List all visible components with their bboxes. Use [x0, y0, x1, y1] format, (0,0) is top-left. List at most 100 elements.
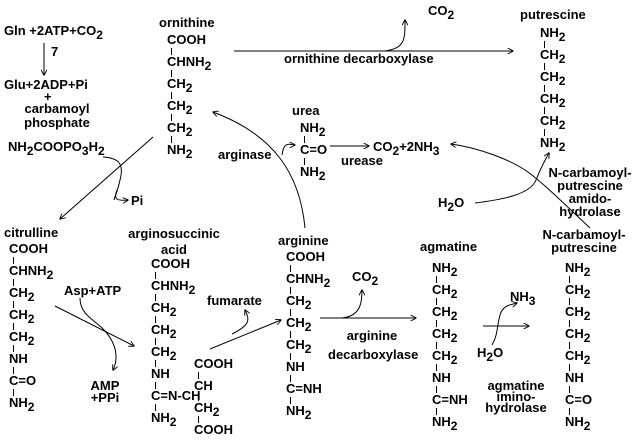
arrow-ornithine-to-citrulline — [60, 136, 154, 219]
chemical-group: CH2 — [9, 308, 53, 331]
chemical-group: NH2 — [300, 164, 326, 183]
arrow-h2o-nh3 — [491, 303, 517, 346]
chemical-group: CH2 — [151, 323, 200, 346]
urease-label: urease — [341, 153, 383, 168]
arrow-urea-out — [281, 144, 295, 156]
chemical-group: NH2 — [432, 261, 468, 284]
chemical-group: NH2 — [432, 414, 458, 433]
co2-top: CO2 — [428, 3, 455, 22]
argininosuccinic-label: arginosuccinic acid — [128, 226, 220, 257]
chemical-group: CHNH2 — [286, 272, 330, 295]
chemical-group: NH2 — [286, 403, 312, 422]
pi-label: Pi — [131, 193, 144, 208]
cps-products: Glu+2ADP+Pi — [4, 77, 88, 92]
chemical-group: CH2 — [9, 286, 53, 309]
chemical-group: CH2 — [151, 301, 200, 324]
chemical-group: NH — [432, 371, 468, 394]
carbamoyl-phosphate-name: carbamoyl phosphate — [24, 101, 90, 130]
arginase-label: arginase — [218, 147, 272, 162]
arrow-citrulline-to-argininosuccinic — [54, 305, 134, 346]
chemical-group: NH2 — [540, 26, 565, 49]
chemical-group: CH2 — [540, 48, 565, 71]
chemical-group: CH2 — [286, 316, 330, 339]
chemical-group: CH2 — [194, 401, 233, 424]
chemical-group: CH2 — [432, 327, 468, 350]
chemical-group: CH2 — [565, 283, 592, 306]
chemical-group: COOH — [9, 242, 53, 265]
chemical-group: CH2 — [432, 305, 468, 328]
chemical-group: NH2 — [167, 142, 193, 161]
chemical-group: C=O — [9, 374, 53, 397]
chemical-group: COOH — [194, 422, 233, 437]
arrow-pi-out — [115, 189, 128, 200]
iminohydrolase-label: agmatine imino- hydrolase — [485, 378, 547, 415]
chemical-group: CH2 — [151, 345, 200, 368]
chemical-group: CHNH2 — [151, 279, 200, 302]
chemical-group: NH — [151, 367, 200, 390]
chemical-group: CH2 — [9, 330, 53, 353]
chemical-group: C=O — [565, 393, 592, 416]
chemical-group: CH2 — [565, 327, 592, 350]
co2-arginine: CO2 — [352, 269, 379, 288]
citrulline-label: citrulline — [4, 225, 59, 240]
carbamoyl-phosphate-formula: NH2COOPO3H2 — [8, 139, 105, 158]
arrow-argininosuccinic-to-arginine — [209, 320, 281, 350]
chemical-group: NH — [286, 360, 330, 383]
chemical-group: NH — [9, 352, 53, 375]
chemical-group: C=NH — [432, 393, 468, 416]
ornithine-label: ornithine — [159, 15, 215, 30]
chemical-group: NH2 — [9, 395, 35, 414]
agmatine-label: agmatine — [420, 239, 478, 254]
chemical-group: CH — [194, 379, 233, 402]
chemical-group: CH2 — [540, 114, 565, 137]
plus-sign: + — [44, 89, 52, 104]
amp-ppi-label: AMP +PPi — [90, 378, 120, 405]
nh3-right: NH3 — [510, 289, 536, 308]
chemical-group: NH2 — [565, 261, 592, 284]
ncp-label: N-carbamoyl- putrescine — [542, 227, 626, 255]
chemical-group: CH2 — [167, 99, 211, 122]
h2o-left: H2O — [438, 195, 465, 214]
chemical-group: COOH — [286, 250, 330, 273]
chemical-group: NH2 — [540, 135, 566, 154]
step-label: 7 — [51, 44, 59, 59]
ornithine-decarboxylase-label: ornithine decarboxylase — [284, 51, 434, 66]
chemical-group: CH2 — [286, 294, 330, 317]
arrow-ncp-hydrolysis — [451, 144, 591, 229]
chemical-group: C=N-CH — [151, 389, 200, 412]
chemical-group: COOH — [151, 257, 200, 280]
chemical-group: NH2 — [300, 121, 327, 144]
arrow-fumarate-out — [231, 310, 248, 335]
chemical-group: CH2 — [565, 305, 592, 328]
arrow-arginine-to-ornithine — [213, 112, 306, 229]
arrow-asp-atp-in — [79, 297, 116, 370]
chemical-group: CH2 — [432, 283, 468, 306]
chemical-group: C=O — [300, 143, 327, 166]
chemical-group: COOH — [194, 357, 233, 380]
arrow-ncp-to-putrescine — [474, 153, 549, 204]
chemical-group: CH2 — [167, 121, 211, 144]
arrow-co2-release-arg — [341, 290, 362, 319]
chemical-group: CH2 — [540, 92, 565, 115]
chemical-group: CH2 — [432, 349, 468, 372]
fumarate-label: fumarate — [207, 293, 262, 308]
chemical-group: NH2 — [151, 410, 177, 429]
chemical-group: COOH — [167, 33, 211, 56]
arrow-co2-release-top — [384, 20, 405, 52]
chemical-group: C=NH — [286, 382, 330, 405]
urea-products: CO2+2NH3 — [373, 139, 440, 158]
chemical-group: CH2 — [565, 349, 592, 372]
amidohydrolase-label: N-carbamoyl- putrescine amido- hydrolase — [548, 165, 632, 219]
chemical-group: CHNH2 — [9, 264, 53, 287]
asp-atp-label: Asp+ATP — [64, 283, 122, 298]
